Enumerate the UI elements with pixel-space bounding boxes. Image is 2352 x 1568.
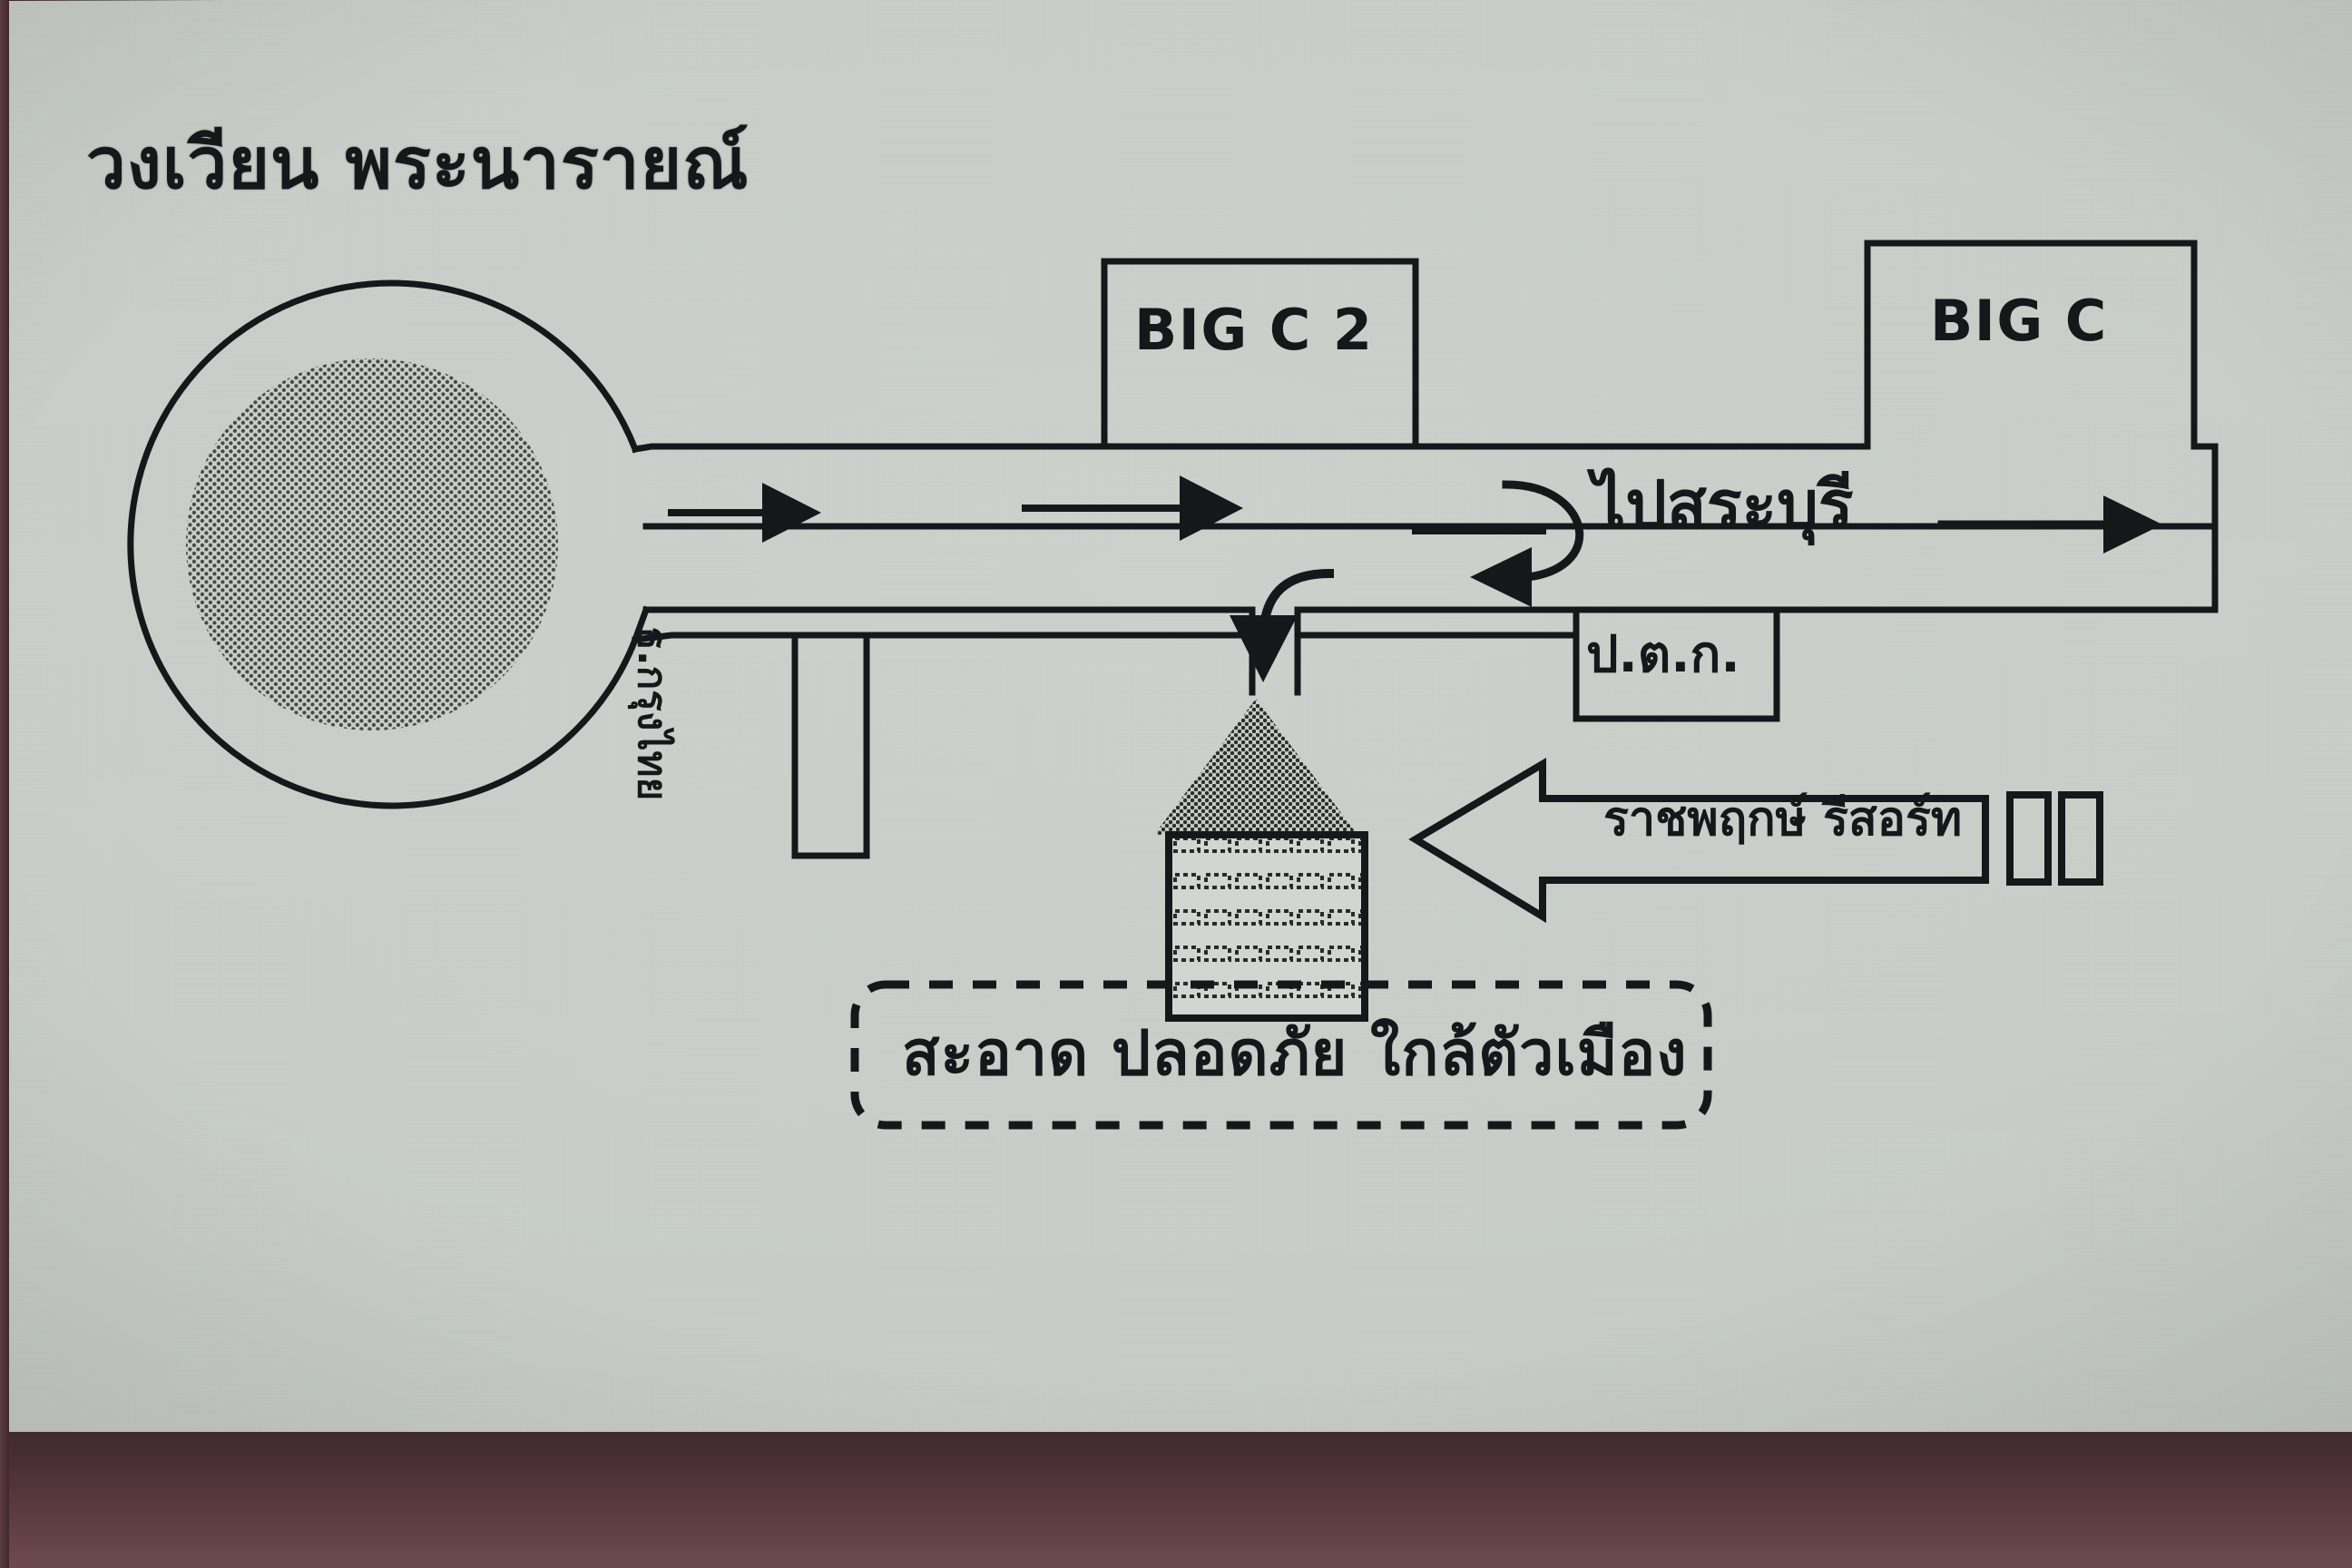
- ptt-label: ป.ต.ก.: [1586, 625, 1740, 684]
- paper-sheet: [0, 0, 2352, 1446]
- resort-arrow-label: ราชพฤกษ์ รีสอร์ท: [1603, 792, 1963, 847]
- bigc-label: BIG C: [1930, 288, 2108, 354]
- paper-grain: [0, 0, 2352, 1446]
- photo-left-edge: [0, 0, 9, 1568]
- tagline-label: สะอาด ปลอดภัย ใกล้ตัวเมือง: [902, 1018, 1688, 1090]
- bigc2-label: BIG C 2: [1134, 297, 1374, 363]
- photo-bottom-edge: [0, 1432, 2352, 1568]
- krungthai-bank-label: ธ.กรุงไทย: [629, 626, 675, 801]
- saraburi-direction-label: ไปสระบุรี: [1592, 466, 1854, 543]
- photo-vignette: [0, 0, 2352, 1446]
- page-title: วงเวียน พระนารายณ์: [86, 123, 750, 205]
